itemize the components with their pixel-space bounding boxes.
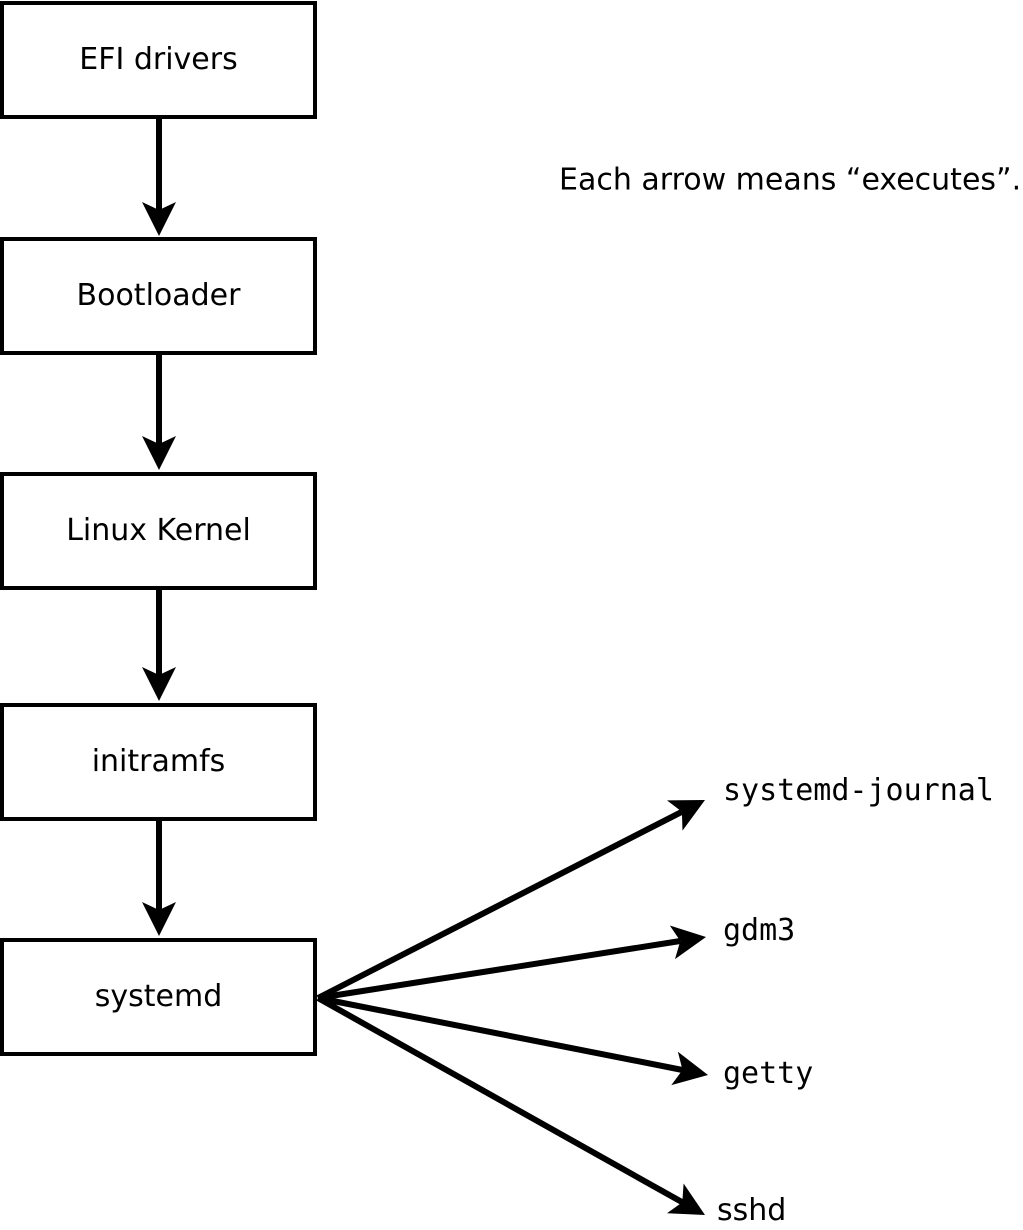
arrow-systemd-to-getty — [317, 995, 708, 1086]
node-initramfs: initramfs — [0, 703, 317, 821]
arrow-efi-to-bootloader — [142, 119, 176, 236]
node-label-linux-kernel: Linux Kernel — [66, 513, 251, 548]
diagram-caption: Each arrow means “executes”. — [559, 162, 1022, 198]
node-label-efi-drivers: EFI drivers — [79, 42, 238, 77]
arrow-systemd-to-gdm3 — [317, 925, 706, 1001]
node-linux-kernel: Linux Kernel — [0, 472, 317, 590]
arrow-systemd-to-sshd — [316, 995, 705, 1215]
node-label-bootloader: Bootloader — [76, 278, 241, 313]
arrow-systemd-to-systemd-journal — [316, 800, 705, 1001]
node-label-initramfs: initramfs — [91, 744, 226, 779]
process-label-sshd: sshd — [717, 1193, 787, 1228]
node-label-systemd: systemd — [94, 979, 223, 1014]
process-label-getty: getty — [723, 1056, 814, 1091]
process-label-gdm3: gdm3 — [723, 913, 796, 948]
arrow-initramfs-to-systemd — [142, 821, 176, 936]
arrow-kernel-to-initramfs — [142, 589, 176, 701]
node-bootloader: Bootloader — [0, 237, 317, 355]
node-systemd: systemd — [0, 938, 317, 1056]
arrow-bootloader-to-kernel — [142, 355, 176, 470]
node-efi-drivers: EFI drivers — [0, 1, 317, 119]
process-label-systemd-journal: systemd-journal — [723, 773, 994, 808]
